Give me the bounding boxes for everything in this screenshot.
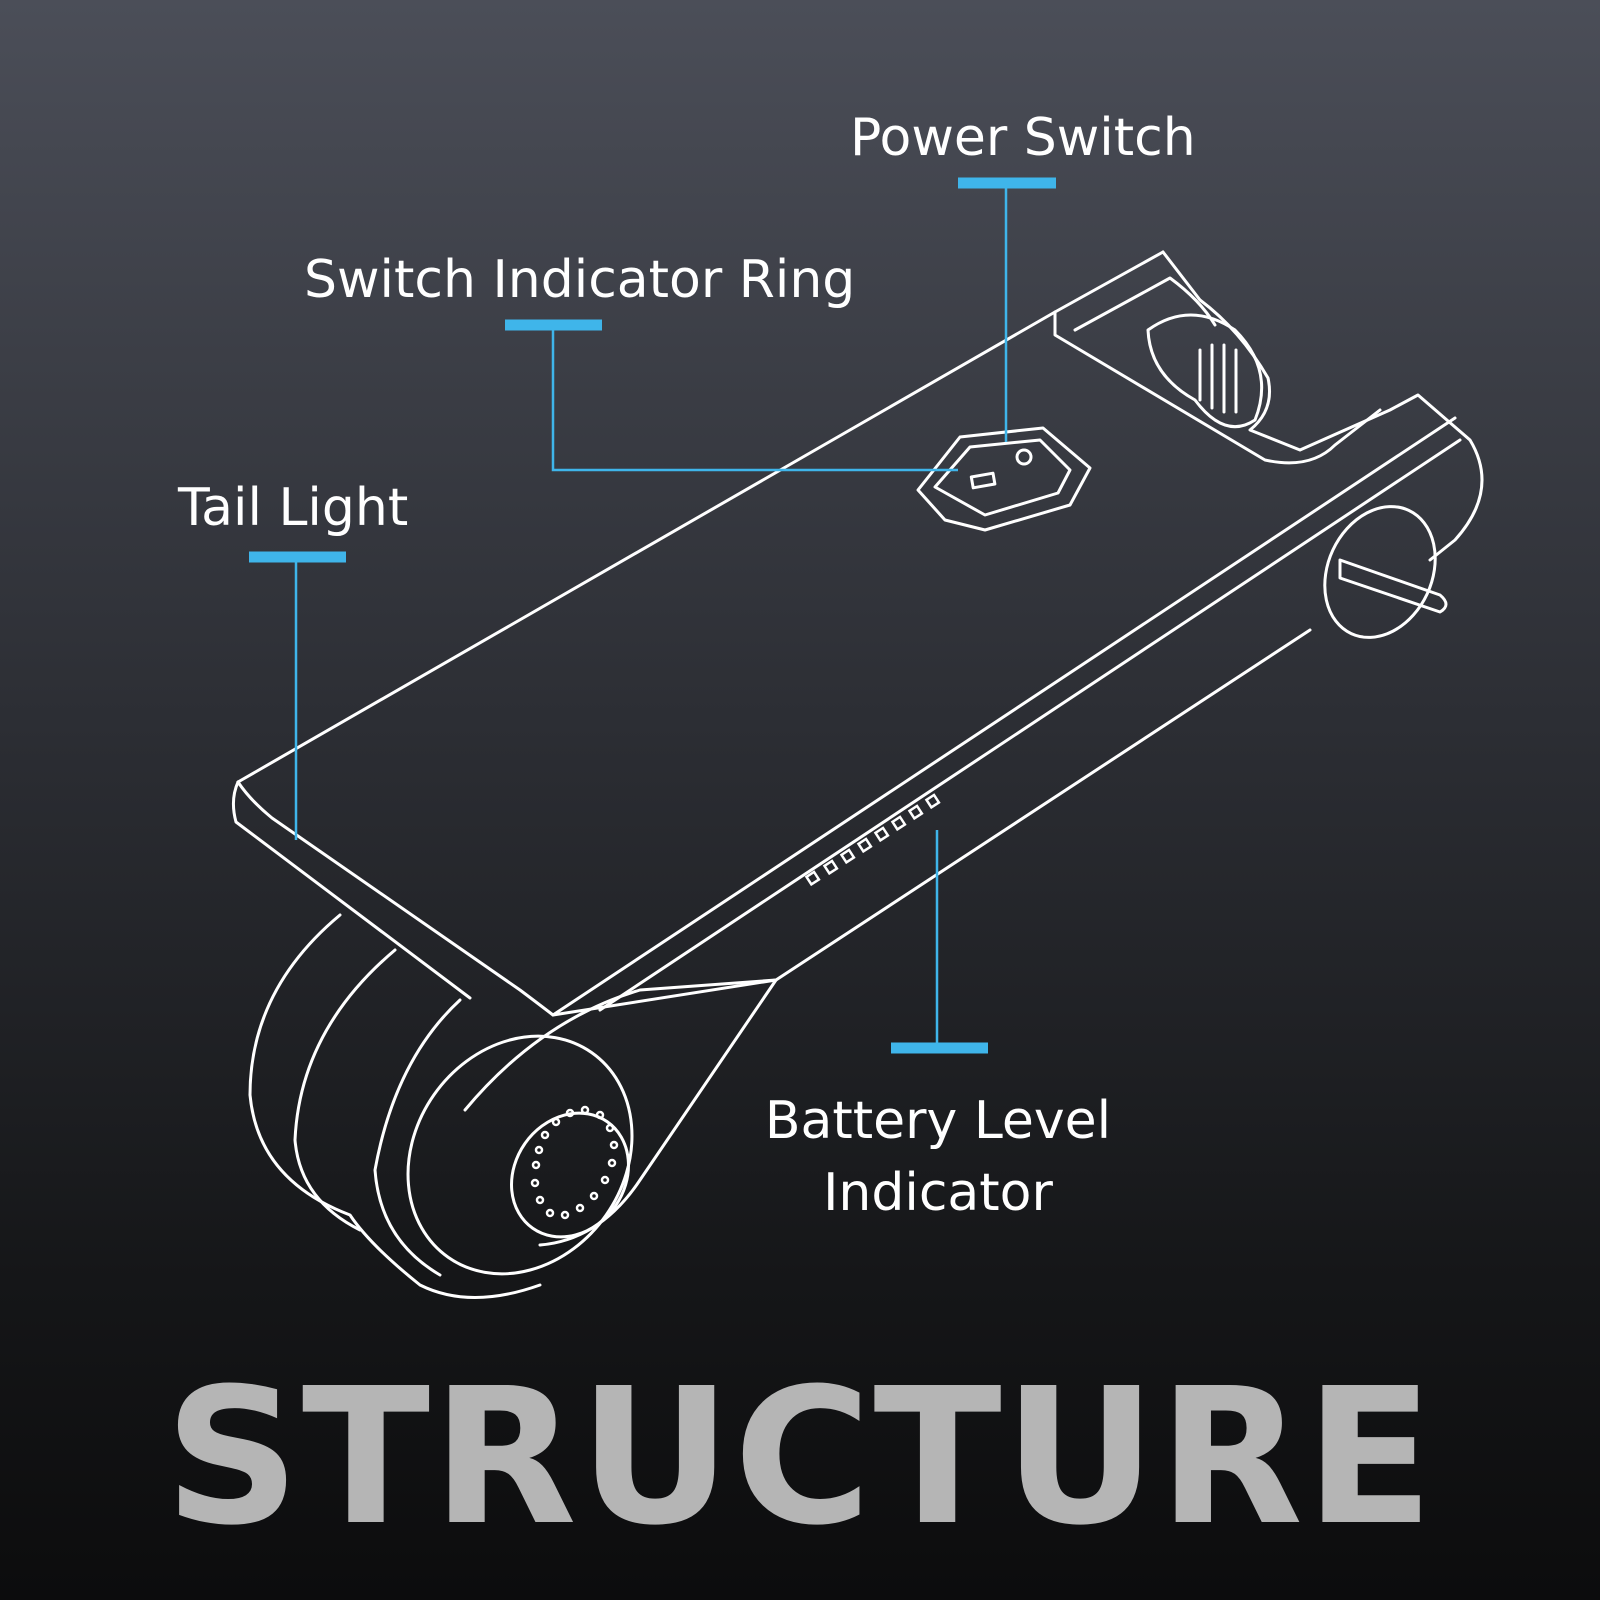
indicator-ring-leader: [551, 330, 958, 472]
knob-handle: [1338, 558, 1448, 614]
deck-body-line: [551, 416, 1457, 1017]
power-switch-label: Power Switch: [850, 108, 1196, 168]
switch-indicator-ring-label: Switch Indicator Ring: [304, 250, 856, 310]
wheel-inner: [373, 998, 462, 1277]
switch-pad: [916, 426, 1092, 532]
device-outline: [231, 250, 1484, 1299]
hub-dots: [530, 1105, 619, 1220]
deck-left-end: [231, 780, 472, 1000]
battery-glyph: [969, 471, 997, 490]
battery-level-leds: [804, 793, 941, 887]
hitch-cylinder: [1146, 313, 1264, 429]
deck-near-edge: [236, 780, 778, 1017]
battery-level-indicator-label: Battery Level Indicator: [730, 1085, 1146, 1229]
switch-pad-inner: [933, 438, 1072, 517]
side-knob: [1323, 505, 1437, 639]
hub-outer: [406, 1034, 634, 1276]
power-glyph-ring: [1015, 448, 1033, 466]
battery-label-line2: Indicator: [823, 1163, 1053, 1223]
hub-inner: [510, 1111, 630, 1239]
deck-side-lower: [774, 628, 1312, 982]
tail-light-label: Tail Light: [178, 478, 409, 538]
hitch-ribs: [1198, 343, 1238, 414]
deck-side-line: [598, 438, 1462, 1012]
hitch-slot: [1053, 310, 1382, 465]
callouts: [249, 177, 1056, 1054]
wheel-mid: [293, 948, 397, 1232]
battery-label-line1: Battery Level: [764, 1091, 1112, 1151]
fork-arm: [463, 978, 778, 1247]
hitch-inner: [1073, 276, 1217, 332]
page-title: STRUCTURE: [164, 1348, 1436, 1567]
